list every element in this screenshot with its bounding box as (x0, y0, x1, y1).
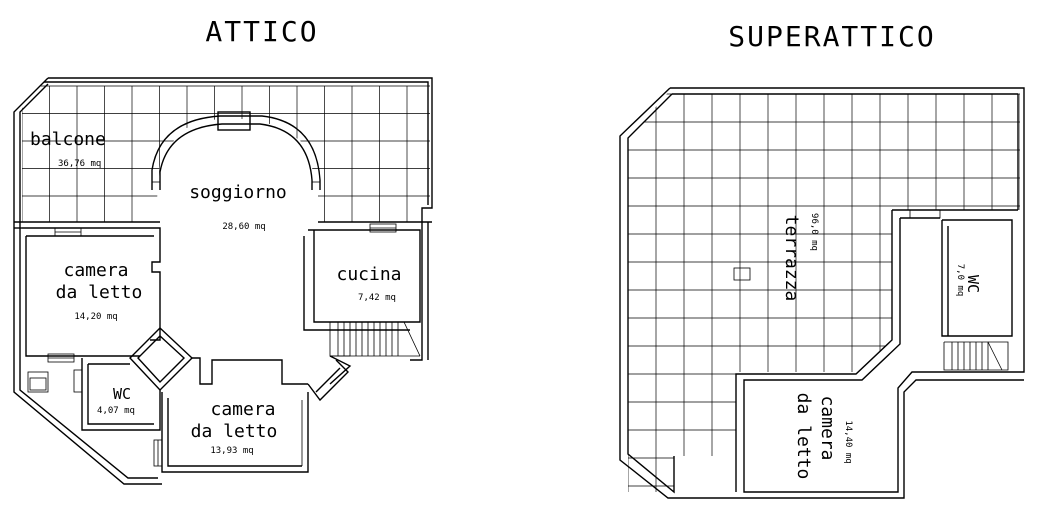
plan-title-superattico: SUPERATTICO (728, 20, 935, 53)
room-area-camera-super: 14,40 mq (843, 420, 853, 463)
stairs-attico (329, 321, 421, 357)
room-area-camera-1: 14,20 mq (74, 312, 117, 322)
room-label-cucina: cucina (336, 264, 401, 285)
room-area-cucina: 7,42 mq (358, 293, 396, 303)
room-label-camera-1-line1: camera (63, 260, 128, 281)
labels-attico: balcone 36,76 mq soggiorno 28,60 mq came… (30, 129, 402, 456)
room-label-balcone: balcone (30, 129, 106, 150)
room-label-wc-super: WC (964, 275, 982, 293)
plan-attico: ATTICO (13, 15, 433, 485)
room-label-camera-1-line2: da letto (56, 282, 143, 303)
room-area-terrazza: 96,0 mq (809, 213, 819, 251)
room-label-camera-super-line2: da letto (793, 393, 814, 480)
labels-superattico: terrazza 96,0 mq WC 7,0 mq camera da let… (781, 213, 982, 479)
diamond-hall (129, 327, 194, 392)
balcone-tile-grid (22, 85, 430, 222)
room-label-soggiorno: soggiorno (189, 182, 287, 203)
soggiorno-arch (151, 111, 321, 190)
room-label-camera-2-line2: da letto (191, 421, 278, 442)
plan-title-attico: ATTICO (205, 15, 318, 48)
stairs-superattico (943, 341, 1009, 371)
room-label-camera-2-line1: camera (210, 399, 275, 420)
terrazza-marker (733, 267, 751, 281)
room-area-wc-super: 7,0 mq (955, 264, 965, 297)
room-wc-superattico (900, 209, 1013, 337)
outer-walls-superattico (619, 87, 1025, 499)
room-area-soggiorno: 28,60 mq (222, 222, 265, 232)
room-area-balcone: 36,76 mq (58, 159, 101, 169)
room-camera-2 (153, 357, 309, 473)
plan-superattico: SUPERATTICO (619, 20, 1025, 499)
room-area-camera-2: 13,93 mq (210, 446, 253, 456)
room-wc-attico (27, 358, 161, 431)
room-label-camera-super-line1: camera (817, 395, 838, 460)
room-label-wc: WC (113, 385, 131, 403)
room-label-terrazza: terrazza (781, 215, 802, 302)
room-cucina (303, 223, 421, 402)
room-area-wc: 4,07 mq (97, 406, 135, 416)
outer-walls-attico (13, 77, 433, 485)
